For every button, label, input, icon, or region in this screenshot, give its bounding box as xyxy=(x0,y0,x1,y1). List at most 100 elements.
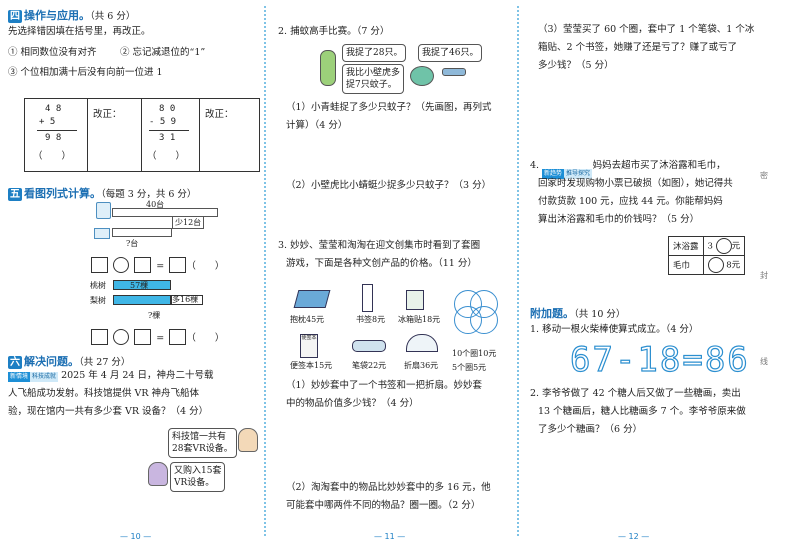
answer-paren[interactable]: （ ） xyxy=(186,333,225,344)
q3-intro-line2: 游戏，下面是各种文创产品的价格。（11 分） xyxy=(286,258,477,269)
bubble-dragonfly: 我捉了46只。 xyxy=(418,44,483,62)
option-1: ① 相同数位没有对齐 xyxy=(8,47,97,58)
price-5-rings: 5个圈5元 xyxy=(452,363,487,372)
bar1-question: ?台 xyxy=(126,239,139,248)
q4-line2: 回家时发现购物小票已破损（如图），她记得共 xyxy=(538,178,733,189)
extra-title: 附加题。 xyxy=(530,307,574,320)
blank-box[interactable] xyxy=(134,328,152,345)
add-reason-paren[interactable]: （ ） xyxy=(33,151,72,162)
blank-box[interactable] xyxy=(169,256,187,273)
section-5-header: 五看图列式计算。（每题 3 分，共 6 分） xyxy=(8,182,196,202)
add-fix-label: 改正： xyxy=(93,109,122,120)
blank-circle[interactable] xyxy=(113,256,130,273)
seal-line-char: 封 xyxy=(760,271,768,280)
tag-new-context: 新情境 xyxy=(8,372,31,382)
q3-part1-line1: （1）妙妙套中了一个书签和一把折扇。妙妙套 xyxy=(286,380,483,391)
torn-circle xyxy=(715,238,732,254)
peach-label: 桃树 xyxy=(90,281,106,290)
price-fan: 折扇36元 xyxy=(404,361,439,370)
blank-box[interactable] xyxy=(134,256,152,273)
q4-line4: 算出沐浴露和毛巾的价钱吗？（5 分） xyxy=(538,214,700,225)
pencilcase-icon xyxy=(352,340,386,352)
bar1-less-label: 少12台 xyxy=(172,216,205,229)
item-name: 沐浴露 xyxy=(668,236,704,256)
tag-derive: 推导探究 xyxy=(564,169,593,179)
bubble-line: 又购入15套 xyxy=(174,466,222,476)
option-3: ③ 个位相加满十后没有向前一位进 1 xyxy=(8,67,163,78)
blank-box[interactable] xyxy=(169,328,187,345)
q3p3-line1: （3）莹莹买了 60 个圈，套中了 1 个笔袋、1 个冰 xyxy=(538,24,755,35)
unit: 元 xyxy=(731,241,741,252)
q3p3-line2: 箱贴、2 个书签，她赚了还是亏了？赚了或亏了 xyxy=(538,42,738,53)
extra-q2-line2: 13 个糖画后，糖人比糖画多 7 个。李爷爷原来做 xyxy=(538,406,746,417)
section-score: （共 27 分） xyxy=(79,357,131,368)
q2-part2: （2）小壁虎比小蜻蜓少捉多少只蚊子？（3 分） xyxy=(286,180,492,191)
frog-icon xyxy=(410,66,434,86)
torn-circle xyxy=(707,257,724,273)
item-price: 3 元 xyxy=(702,236,746,256)
peach-bar xyxy=(113,280,171,290)
price-digit: 3 xyxy=(707,241,713,252)
q3-part2-line1: （2）淘淘套中的物品比妙妙套中的多 16 元，他 xyxy=(286,482,491,493)
pear-bar xyxy=(113,295,171,305)
page-divider-1 xyxy=(264,6,266,536)
rings-icon xyxy=(454,290,498,334)
s6-q1-line2: 人飞船成功发射。科技馆提供 VR 神舟飞船体 xyxy=(8,388,200,399)
price-digit: 8 xyxy=(726,260,732,271)
bar1-bottom xyxy=(112,228,172,237)
price-bookmark: 书签8元 xyxy=(356,315,386,324)
extra-q1: 1. 移动一根火柴棒使算式成立。（4 分） xyxy=(530,324,699,335)
magnet-icon xyxy=(406,290,424,310)
q4-tags: 新趋势推导探究 xyxy=(542,160,593,179)
fan-icon xyxy=(406,334,438,352)
tag-tech: 科技成就 xyxy=(30,372,59,382)
q3-part1-line2: 中的物品价值多少钱？（4 分） xyxy=(286,398,419,409)
page-divider-2 xyxy=(517,6,519,536)
bar1-top-label: 40台 xyxy=(146,200,165,209)
boy-icon xyxy=(238,428,258,452)
sub-second: - 5 9 xyxy=(149,117,177,127)
q2-part1-line2: 计算）（4 分） xyxy=(286,120,348,131)
bookmark-icon xyxy=(362,284,373,312)
bar1-top xyxy=(112,208,218,217)
bubble-line: 我比小壁虎多 xyxy=(346,68,401,78)
blank-box[interactable] xyxy=(91,328,108,345)
add-result: 9 8 xyxy=(45,133,62,143)
extra-q2-line3: 了多少个糖画？（6 分） xyxy=(538,424,643,435)
section-number: 四 xyxy=(8,10,22,23)
section-title: 解决问题。 xyxy=(24,355,79,368)
seal-line-char: 线 xyxy=(760,357,768,366)
item-price: 8元 xyxy=(702,255,746,275)
answer-paren[interactable]: （ ） xyxy=(186,261,225,272)
section-title: 操作与应用。 xyxy=(24,9,90,22)
q2-part1-line1: （1）小青蛙捉了多少只蚊子？（先画图，再列式 xyxy=(286,102,492,113)
extra-q2-line1: 2. 李爷爷做了 42 个糖人后又做了一些糖画，卖出 xyxy=(530,388,741,399)
page-number: — 12 — xyxy=(618,532,650,541)
add-second: + 5 xyxy=(39,117,56,127)
laptop-icon xyxy=(94,228,110,239)
q3-intro-line1: 3. 妙妙、莹莹和淘淘在迎文创集市时看到了套圈 xyxy=(278,240,481,251)
bubble-line: VR设备。 xyxy=(174,478,215,488)
notepad-icon: 便签本 xyxy=(300,334,318,358)
error-table: 4 8 + 5 9 8 （ ） 改正： 8 0 - 5 9 3 1 （ ） 改正… xyxy=(24,98,260,172)
q3-part2-line2: 可能套中哪两件不同的物品？圈一圈。（2 分） xyxy=(286,500,481,511)
blank-circle[interactable] xyxy=(113,328,130,345)
bar2-question: ?棵 xyxy=(148,311,161,320)
dragonfly-icon xyxy=(442,68,466,76)
page-number: — 11 — xyxy=(374,532,406,541)
section-4-intro: 先选择错因填在括号里，再改正。 xyxy=(8,26,151,37)
price-10-rings: 10个圈10元 xyxy=(452,349,497,358)
notepad-label: 便签本 xyxy=(301,335,317,341)
add-top: 4 8 xyxy=(45,104,62,114)
price-magnet: 冰箱贴18元 xyxy=(398,315,441,324)
blank-box[interactable] xyxy=(91,256,108,273)
pillow-icon xyxy=(293,290,331,308)
pear-more-label: 多16棵 xyxy=(172,295,199,304)
extra-header: 附加题。（共 10 分） xyxy=(530,302,625,322)
sub-reason-paren[interactable]: （ ） xyxy=(147,151,186,162)
bubble-line: 科技馆一共有 xyxy=(172,432,227,442)
price-notepad: 便签本15元 xyxy=(290,361,333,370)
option-2: ② 忘记减退位的“1” xyxy=(120,47,206,58)
